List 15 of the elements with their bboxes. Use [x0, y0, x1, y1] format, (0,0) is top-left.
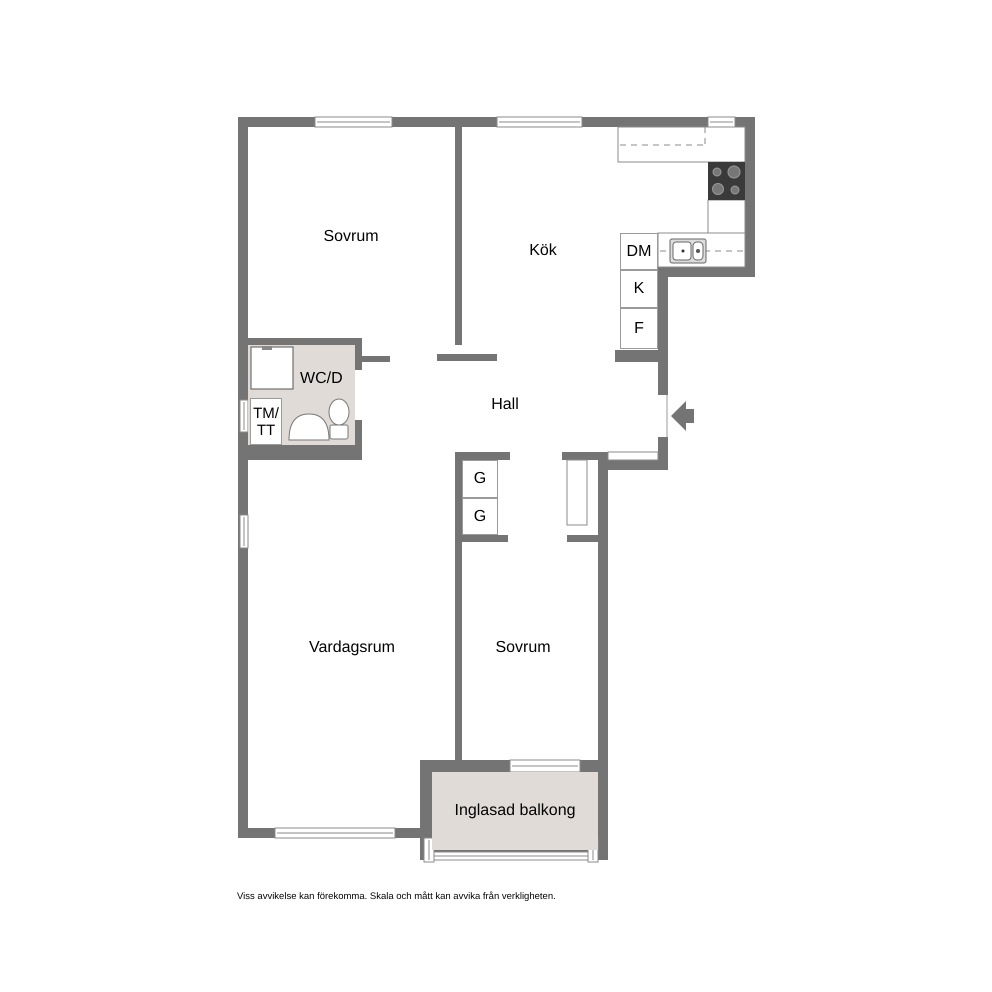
room-label: Vardagsrum [309, 636, 395, 660]
room-label: Kök [529, 239, 557, 263]
room-area [432, 772, 598, 850]
cabinet: DM [620, 233, 658, 270]
cabinet: TM/TT [250, 398, 282, 445]
room-label: Hall [491, 393, 519, 417]
room-label: WC/D [300, 370, 343, 387]
room-label: Sovrum [495, 636, 551, 660]
cabinet: K [620, 270, 658, 308]
cabinet: G [462, 460, 498, 498]
room-label: Inglasad balkong [454, 802, 576, 819]
caption: Viss avvikelse kan förekomma. Skala och mått kan avvika från verkligheten. [237, 890, 556, 904]
cabinet: F [620, 308, 658, 349]
cabinet: G [462, 498, 498, 535]
room-label: Sovrum [323, 225, 379, 249]
